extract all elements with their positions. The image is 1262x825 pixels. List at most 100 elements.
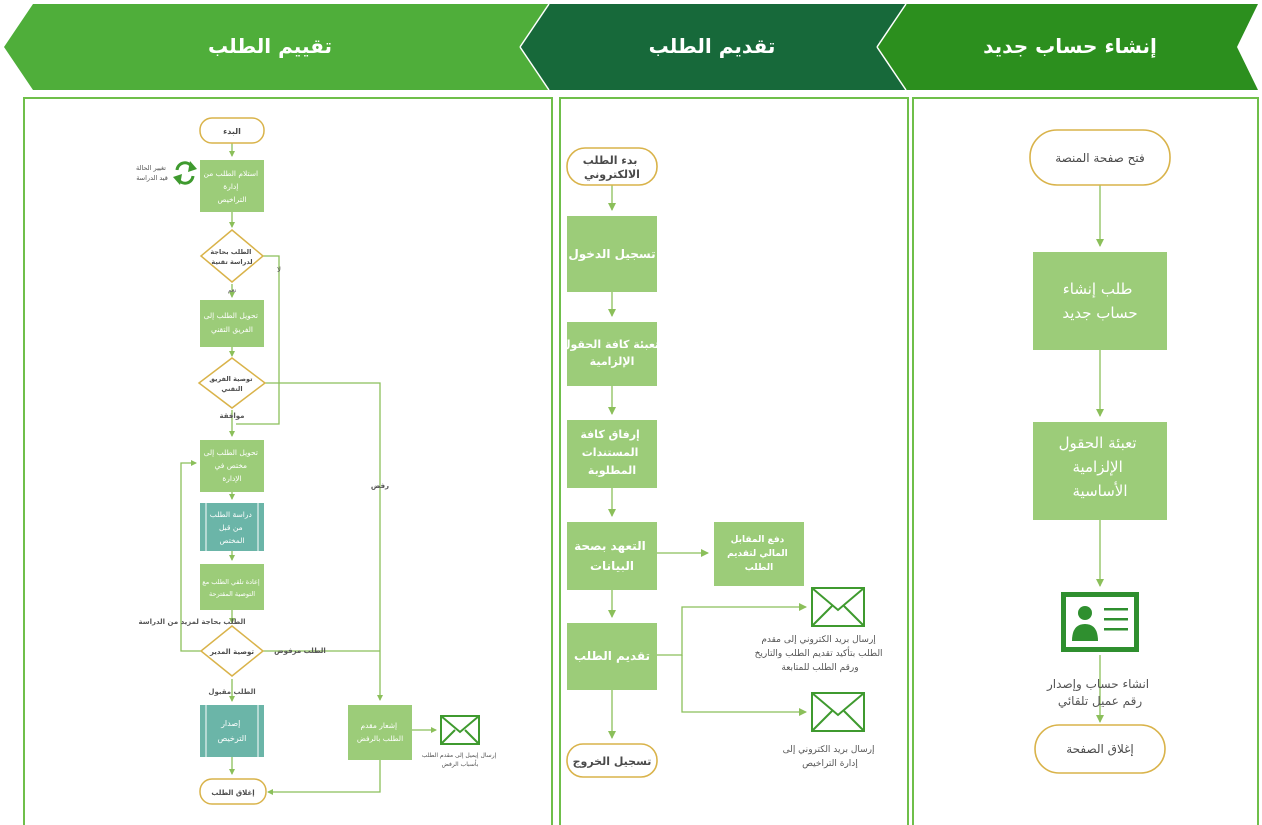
- step-data-pledge: [567, 522, 657, 590]
- label-yes: نعم: [228, 287, 237, 294]
- terminal-close-request-label: إغلاق الطلب: [211, 789, 254, 797]
- svg-text:إرسال بريد الكتروني إلى مقدم: إرسال بريد الكتروني إلى مقدم الطلب بتأكي…: [755, 635, 886, 673]
- email-applicant-note-line: إرسال بريد الكتروني إلى مقدم: [761, 635, 875, 645]
- svg-text:طلب إنشاء حساب جديد: طلب إنشاء حساب جديد: [1062, 280, 1137, 322]
- decision-tech-recommendation: [197, 357, 267, 409]
- customer-card-icon: [1061, 592, 1139, 652]
- svg-text:تعبئة الحقول الإلزامية: تعبئة الحقول الإلزامية الأساسية: [1059, 434, 1142, 500]
- step-forward-specialist-line: تحويل الطلب إلى: [204, 448, 258, 457]
- svg-text:إرفاق كافة المستندات: إرفاق كافة المستندات المطلوبة: [580, 428, 643, 477]
- step-receive-request: [200, 160, 264, 212]
- step-fill-basic-fields: [1033, 422, 1167, 520]
- step-fill-basic-fields-line: تعبئة الحقول: [1059, 434, 1137, 452]
- terminal-start-label: البدء: [223, 127, 241, 136]
- step-receive-request-line: استلام الطلب من: [203, 169, 258, 178]
- step-notify-rejection-line: إشعار مقدم: [360, 721, 397, 730]
- terminal-open-platform: [1029, 129, 1171, 186]
- terminal-open-platform-label: فتح صفحة المنصة: [1055, 151, 1145, 165]
- stage-arrow-submission: [520, 4, 906, 90]
- card-caption-line: رقم عميل تلقائي: [1058, 694, 1143, 709]
- step-request-account-line: حساب جديد: [1062, 304, 1137, 322]
- panel-evaluation: [23, 97, 553, 825]
- step-specialist-study-line: من قبل: [219, 523, 243, 532]
- decision-tech-recommendation-line: توصية الفريق: [209, 375, 252, 383]
- step-fill-basic-fields-line: الأساسية: [1073, 481, 1128, 500]
- step-submit-request-label: تقديم الطلب: [574, 649, 650, 663]
- terminal-logout: [566, 743, 658, 778]
- email-licensing-note-line: إرسال بريد الكتروني إلى: [783, 745, 875, 755]
- card-caption-line: انشاء حساب وإصدار: [1046, 677, 1149, 692]
- svg-text:توصية الفريق التقني: توصية الفريق التقني: [209, 375, 255, 393]
- stage-banner: تقييم الطلب تقديم الطلب إنشاء حساب جديد: [4, 3, 1258, 91]
- stage-title-evaluation: تقييم الطلب: [208, 34, 332, 58]
- evaluation-flow: البدء استلام الطلب من إدارة التراخيص تغي…: [136, 117, 498, 805]
- step-return-recommendation: [200, 564, 264, 610]
- step-specialist-study-line: دراسة الطلب: [210, 510, 252, 519]
- stage-title-account: إنشاء حساب جديد: [983, 34, 1157, 58]
- rejection-email-note-line: إرسال إيميل إلى مقدم الطلب: [422, 752, 497, 759]
- refresh-icon: [173, 161, 197, 185]
- terminal-close-page-label: إغلاق الصفحة: [1066, 742, 1134, 756]
- decision-technical-study: [199, 229, 265, 283]
- step-specialist-study: [200, 503, 264, 551]
- step-fill-basic-fields-line: الإلزامية: [1072, 458, 1122, 476]
- email-applicant-note-line: ورقم الطلب للمتابعة: [781, 663, 858, 673]
- step-payment-line: المالي لتقديم: [727, 549, 788, 559]
- svg-text:دراسة الطلب من قبل: دراسة الطلب من قبل المختص: [210, 510, 255, 545]
- svg-text:إشعار مقدم الطلب بالرفض: إشعار مقدم الطلب بالرفض: [357, 721, 403, 743]
- label-rejected: الطلب مرفوض: [274, 647, 326, 655]
- panel-account: [912, 97, 1259, 825]
- step-issue-license: [200, 705, 264, 757]
- svg-text:تحويل الطلب إلى مختص في: تحويل الطلب إلى مختص في الإدارة: [204, 448, 261, 483]
- step-attach-documents-line: المستندات: [582, 446, 639, 459]
- step-specialist-study-line: المختص: [220, 536, 245, 545]
- terminal-start-request-line: بدء الطلب: [583, 154, 638, 167]
- svg-text:تحويل الطلب إلى الفريق ا: تحويل الطلب إلى الفريق التقني: [204, 311, 261, 334]
- step-attach-documents-line: المطلوبة: [588, 464, 636, 477]
- step-request-account: [1033, 252, 1167, 350]
- svg-text:إصدار الترخيص: إصدار الترخيص: [218, 719, 247, 743]
- step-receive-request-line: إدارة: [223, 182, 238, 191]
- step-fill-fields: [567, 322, 657, 386]
- step-attach-documents: [567, 420, 657, 488]
- step-forward-tech-team-line: الفريق التقني: [211, 325, 253, 334]
- svg-text:إرسال بريد الكتروني إلى: إرسال بريد الكتروني إلى إدارة التراخيص: [783, 745, 878, 769]
- label-approve: موافقة: [220, 412, 245, 420]
- decision-technical-study-line: لدراسة تقنية: [211, 258, 252, 266]
- envelope-icon: [440, 715, 480, 745]
- terminal-start-request: [566, 147, 658, 186]
- email-applicant-note-line: الطلب بتأكيد تقديم الطلب والتاريخ: [755, 646, 883, 659]
- svg-text:بدء الطلب الالكتروني: بدء الطلب الالكتروني: [583, 154, 642, 181]
- terminal-close-page: [1034, 724, 1166, 774]
- terminal-start-request-line: الالكتروني: [584, 168, 640, 181]
- step-issue-license-line: إصدار: [220, 719, 240, 729]
- step-request-account-line: طلب إنشاء: [1063, 280, 1133, 298]
- label-needs-more-study: الطلب بحاجة لمزيد من الدراسة: [138, 618, 245, 626]
- label-no: لا: [277, 266, 281, 274]
- label-reject: رفض: [371, 482, 389, 490]
- step-forward-specialist: [200, 440, 264, 492]
- step-submit-request: [567, 623, 657, 690]
- step-fill-fields-line: تعبئة كافة الحقول: [561, 338, 659, 351]
- svg-text:إرسال إيميل إلى مقدم الطلب: إرسال إيميل إلى مقدم الطلب بأسباب الرفض: [422, 752, 498, 768]
- svg-text:تغيير الحالة قيد الدراسة: تغيير الحالة قيد الدراسة: [136, 164, 168, 182]
- step-fill-fields-line: الإلزامية: [590, 355, 635, 368]
- stage-arrow-evaluation: [4, 4, 549, 90]
- step-payment-line: دفع المقابل: [731, 535, 785, 545]
- envelope-icon: [811, 587, 865, 627]
- step-attach-documents-line: إرفاق كافة: [580, 428, 640, 441]
- svg-text:التعهد بصحة البيانات: التعهد بصحة البيانات: [574, 539, 650, 573]
- svg-text:تعبئة كافة الحقول الإلزا: تعبئة كافة الحقول الإلزامية: [561, 338, 663, 368]
- step-issue-license-line: الترخيص: [218, 734, 247, 743]
- svg-text:دفع المقابل المالي لتقدي: دفع المقابل المالي لتقديم الطلب: [727, 535, 791, 573]
- stage-arrow-account: [877, 4, 1258, 90]
- svg-text:الطلب بحاجة لدراسة تقنية: الطلب بحاجة لدراسة تقنية: [210, 248, 253, 266]
- status-note-line: تغيير الحالة: [136, 164, 166, 172]
- account-flow: فتح صفحة المنصة طلب إنشاء حساب جديد تعبئ…: [1029, 129, 1171, 774]
- decision-manager-recommendation-label: توصية المدير: [209, 648, 254, 656]
- step-data-pledge-line: البيانات: [590, 559, 634, 573]
- step-forward-tech-team: [200, 300, 264, 347]
- step-data-pledge-line: التعهد بصحة: [574, 539, 646, 553]
- decision-manager-recommendation: [199, 625, 265, 677]
